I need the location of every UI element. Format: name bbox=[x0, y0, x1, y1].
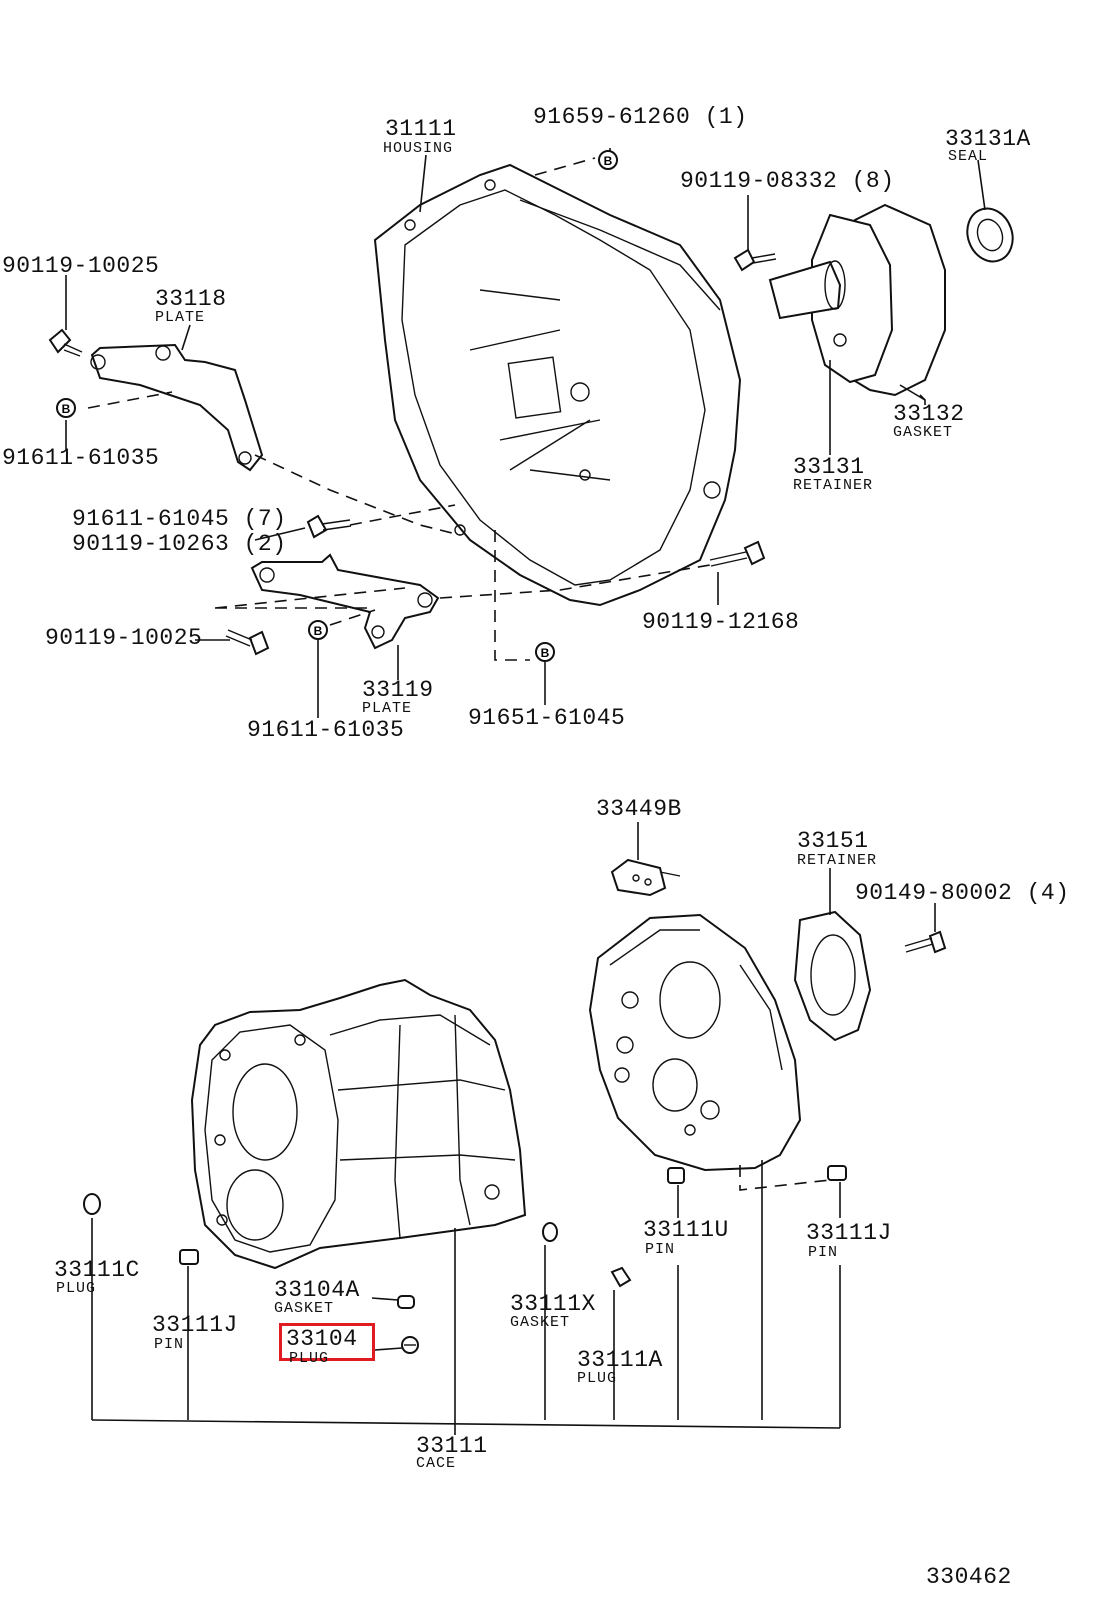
svg-text:B: B bbox=[314, 624, 323, 638]
retainer-33131 bbox=[768, 203, 946, 397]
part-33151-desc: RETAINER bbox=[797, 852, 878, 869]
clutch-housing-31111 bbox=[373, 163, 742, 607]
highlight-box-33104 bbox=[279, 1323, 375, 1361]
gasket-33111x bbox=[542, 1222, 558, 1242]
part-33111j-left-desc: PIN bbox=[154, 1336, 185, 1353]
diagram-id: 330462 bbox=[926, 1564, 1012, 1590]
plate-33118 bbox=[90, 343, 264, 472]
part-91611-61035-b-number[interactable]: 91611-61035 bbox=[247, 717, 405, 743]
part-90119-10025-a-number[interactable]: 90119-10025 bbox=[2, 253, 160, 279]
part-33111x-number[interactable]: 33111X bbox=[510, 1291, 596, 1317]
pin-33111j-left bbox=[179, 1249, 199, 1265]
part-91611-61045-number[interactable]: 91611-61045 (7) bbox=[72, 506, 287, 532]
plate-33119 bbox=[250, 553, 440, 650]
part-33111-desc: CACE bbox=[416, 1455, 457, 1472]
b-marker-4: B bbox=[535, 642, 555, 662]
part-91659-61260-number[interactable]: 91659-61260 (1) bbox=[533, 104, 748, 130]
part-33111j-right-number[interactable]: 33111J bbox=[806, 1220, 892, 1246]
part-33111a-desc: PLUG bbox=[577, 1370, 618, 1387]
plug-33104 bbox=[401, 1336, 419, 1354]
part-33131-desc: RETAINER bbox=[793, 477, 874, 494]
bolt-91611-61045 bbox=[306, 514, 352, 539]
part-33111u-number[interactable]: 33111U bbox=[643, 1217, 729, 1243]
retainer-33151 bbox=[793, 910, 872, 1042]
part-33111j-left-number[interactable]: 33111J bbox=[152, 1312, 238, 1338]
case-rear-plate bbox=[588, 913, 802, 1172]
part-90119-10025-b-number[interactable]: 90119-10025 bbox=[45, 625, 203, 651]
b-marker-3: B bbox=[308, 620, 328, 640]
part-33131-number[interactable]: 33131 bbox=[793, 454, 865, 480]
part-33119-desc: PLATE bbox=[362, 700, 413, 717]
part-33118-desc: PLATE bbox=[155, 309, 206, 326]
oil-seal-33131a bbox=[966, 207, 1014, 263]
part-33151-number[interactable]: 33151 bbox=[797, 828, 869, 854]
bolt-90119-12168 bbox=[709, 540, 766, 567]
part-90119-08332-number[interactable]: 90119-08332 (8) bbox=[680, 168, 895, 194]
plug-33111c bbox=[83, 1193, 101, 1215]
part-33104-number[interactable]: 33104 bbox=[286, 1326, 358, 1352]
b-marker-1: B bbox=[598, 150, 618, 170]
b-marker-2: B bbox=[56, 398, 76, 418]
plug-33111a bbox=[610, 1266, 632, 1288]
bolt-90119-10025-b bbox=[225, 629, 270, 656]
svg-text:B: B bbox=[541, 646, 550, 660]
switch-33449b bbox=[610, 858, 681, 897]
part-90119-10263-number[interactable]: 90119-10263 (2) bbox=[72, 531, 287, 557]
gasket-33104a bbox=[397, 1295, 415, 1309]
part-91651-61045-number[interactable]: 91651-61045 bbox=[468, 705, 626, 731]
part-33449b-number[interactable]: 33449B bbox=[596, 796, 682, 822]
part-33111x-desc: GASKET bbox=[510, 1314, 571, 1331]
part-91611-61035-a-number[interactable]: 91611-61035 bbox=[2, 445, 160, 471]
part-33111-number[interactable]: 33111 bbox=[416, 1433, 488, 1459]
part-33104a-desc: GASKET bbox=[274, 1300, 335, 1317]
part-33118-number[interactable]: 33118 bbox=[155, 286, 227, 312]
part-33111j-right-desc: PIN bbox=[808, 1244, 839, 1261]
part-33111a-number[interactable]: 33111A bbox=[577, 1347, 663, 1373]
svg-text:B: B bbox=[604, 154, 613, 168]
pin-33111j-right bbox=[827, 1165, 847, 1181]
part-33132-number[interactable]: 33132 bbox=[893, 401, 965, 427]
part-33119-number[interactable]: 33119 bbox=[362, 677, 434, 703]
part-90149-80002-number[interactable]: 90149-80002 (4) bbox=[855, 880, 1070, 906]
part-31111-number[interactable]: 31111 bbox=[385, 116, 457, 142]
part-90119-12168-number[interactable]: 90119-12168 bbox=[642, 609, 800, 635]
bolt-90119-08332 bbox=[733, 248, 777, 272]
part-33104-desc: PLUG bbox=[289, 1350, 330, 1367]
part-33104a-number[interactable]: 33104A bbox=[274, 1277, 360, 1303]
svg-text:B: B bbox=[62, 402, 71, 416]
transmission-case-33111 bbox=[190, 978, 527, 1270]
part-33131a-desc: SEAL bbox=[948, 148, 989, 165]
part-33111c-desc: PLUG bbox=[56, 1280, 97, 1297]
pin-33111u bbox=[667, 1167, 685, 1184]
part-33111u-desc: PIN bbox=[645, 1241, 676, 1258]
part-33131a-number[interactable]: 33131A bbox=[945, 126, 1031, 152]
part-33132-desc: GASKET bbox=[893, 424, 954, 441]
part-31111-desc: HOUSING bbox=[383, 140, 454, 157]
bolt-90119-10025-a bbox=[48, 328, 83, 357]
part-33111c-number[interactable]: 33111C bbox=[54, 1257, 140, 1283]
bolt-90149-80002 bbox=[904, 930, 947, 954]
